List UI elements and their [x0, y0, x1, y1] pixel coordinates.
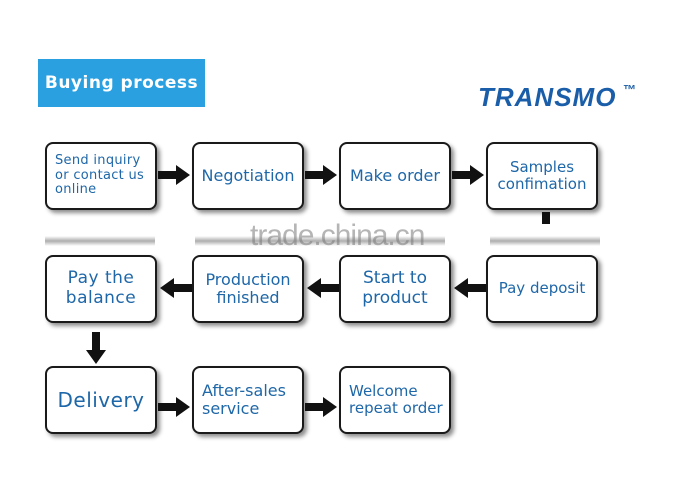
step-make-order-label: Make order [350, 165, 440, 185]
arrow-left-1 [454, 278, 486, 298]
arrow-right-5 [305, 397, 337, 417]
step-delivery-label: Delivery [57, 387, 145, 412]
brand-logo: TRANSMO ™ [478, 82, 636, 113]
arrow-right-3 [452, 165, 484, 185]
watermark-band-mid [195, 236, 445, 246]
watermark-band-right [490, 236, 600, 246]
step-start-to-product-label: Start to product [362, 268, 428, 308]
watermark-band-left [45, 236, 155, 246]
trademark-symbol: ™ [622, 82, 637, 97]
step-negotiation-label: Negotiation [201, 165, 295, 185]
step-samples-confirmation-label: Samples confimation [497, 157, 587, 193]
brand-name: TRANSMO [478, 82, 617, 112]
step-negotiation: Negotiation [192, 142, 304, 210]
step-send-inquiry-label: Send inquiry or contact us online [55, 152, 145, 198]
arrow-right-4 [158, 397, 190, 417]
step-pay-deposit: Pay deposit [486, 255, 598, 323]
step-start-to-product: Start to product [339, 255, 451, 323]
step-after-sales-service: After-sales service [192, 366, 304, 434]
page-title: Buying process [44, 73, 199, 93]
arrow-down-2 [86, 332, 106, 364]
step-delivery: Delivery [45, 366, 157, 434]
step-pay-the-balance: Pay the balance [45, 255, 157, 323]
arrow-right-2 [305, 165, 337, 185]
arrow-left-2 [307, 278, 339, 298]
arrow-left-3 [160, 278, 192, 298]
arrow-right-1 [158, 165, 190, 185]
step-after-sales-service-label: After-sales service [202, 380, 286, 418]
step-pay-the-balance-label: Pay the balance [65, 268, 137, 308]
title-banner: Buying process [38, 59, 205, 107]
arrow-down-1 [542, 212, 550, 224]
step-samples-confirmation: Samples confimation [486, 142, 598, 210]
step-send-inquiry: Send inquiry or contact us online [45, 142, 157, 210]
step-welcome-repeat-order-label: Welcome repeat order [349, 381, 443, 417]
step-make-order: Make order [339, 142, 451, 210]
step-production-finished-label: Production finished [205, 269, 291, 307]
step-welcome-repeat-order: Welcome repeat order [339, 366, 451, 434]
watermark: trade.china.cn [250, 219, 425, 252]
step-production-finished: Production finished [192, 255, 304, 323]
step-pay-deposit-label: Pay deposit [498, 279, 586, 298]
